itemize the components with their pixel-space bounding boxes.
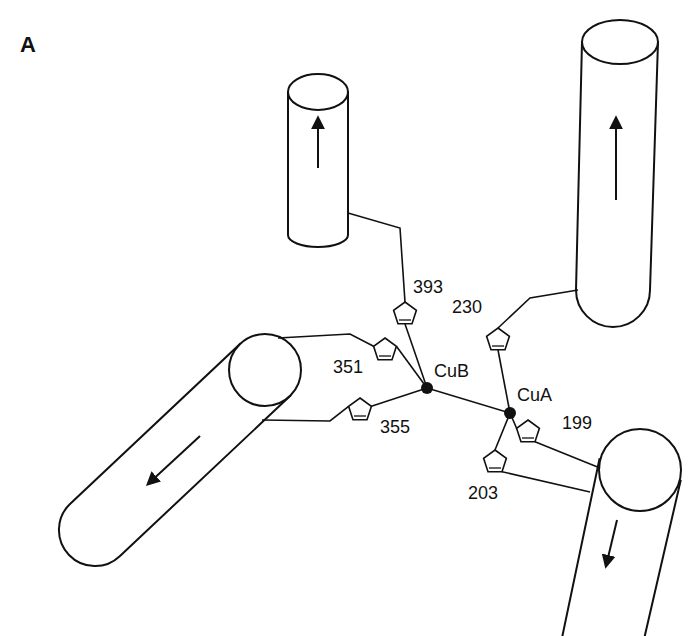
residue-number: 230 — [452, 298, 482, 316]
helix-cylinder — [288, 92, 348, 247]
copper-label: CuB — [434, 362, 469, 380]
residue-number: 199 — [562, 414, 592, 432]
copper-copper-line — [427, 388, 510, 413]
copper-label: CuA — [517, 386, 552, 404]
coordination-bond — [405, 324, 427, 388]
helix-end — [229, 334, 301, 406]
side-chain — [502, 472, 590, 492]
ring-double-bond — [492, 345, 504, 346]
helix-end — [582, 20, 658, 64]
imidazole-ring — [374, 338, 397, 360]
ring-double-bond — [522, 437, 534, 438]
side-chain — [498, 290, 578, 328]
side-chain — [278, 334, 374, 346]
side-chain — [348, 213, 405, 302]
copper-atom — [421, 382, 433, 394]
imidazole-ring — [349, 398, 372, 420]
copper-atom — [504, 407, 516, 419]
helix-direction-arrow — [615, 118, 617, 200]
helix-end — [288, 74, 348, 110]
side-chain — [535, 442, 600, 468]
ring-double-bond — [354, 415, 366, 416]
imidazole-ring — [517, 420, 540, 442]
residue-number: 393 — [413, 278, 443, 296]
helix-cylinder — [576, 42, 658, 327]
residue-number: 355 — [380, 418, 410, 436]
coordination-bond — [396, 346, 427, 388]
coordination-bond — [371, 388, 427, 406]
ring-double-bond — [399, 319, 411, 320]
residue-number: 351 — [333, 358, 363, 376]
panel-label: A — [20, 34, 36, 56]
helix-direction-arrow — [317, 118, 319, 168]
ring-double-bond — [379, 355, 391, 356]
coordination-bond — [498, 350, 510, 413]
side-chain — [262, 406, 349, 421]
helix-direction-arrow — [148, 436, 200, 484]
ring-double-bond — [489, 467, 501, 468]
imidazole-ring — [394, 302, 417, 324]
helix-end — [599, 429, 681, 511]
residue-number: 203 — [468, 484, 498, 502]
imidazole-ring — [487, 328, 510, 350]
imidazole-ring — [484, 450, 507, 472]
helix-direction-arrow — [606, 520, 617, 566]
